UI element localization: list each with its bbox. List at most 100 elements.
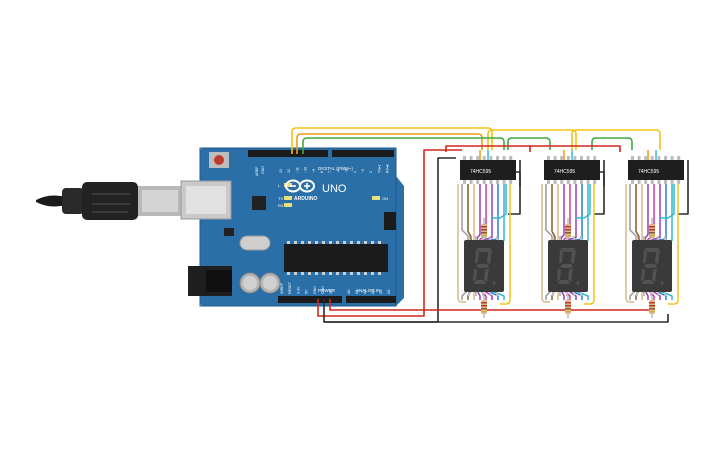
wire-yellow-top-2 xyxy=(487,129,577,150)
wire-black-4 xyxy=(678,160,689,215)
display-segment xyxy=(476,264,489,268)
wire-cyan xyxy=(492,184,507,219)
wire-cyan xyxy=(660,184,675,219)
display-segment xyxy=(559,249,563,264)
wire-loop-right xyxy=(500,164,511,305)
display-segment xyxy=(558,280,570,284)
analog-pin-label: A3 xyxy=(371,290,375,294)
resistor[interactable] xyxy=(565,294,571,318)
digital-pin-label: 4 xyxy=(353,171,357,173)
wire-orange-top xyxy=(296,133,483,154)
digital-pin-label: ~9 xyxy=(312,169,316,173)
digital-pin-label: ~11 xyxy=(295,167,299,173)
wire-green-top xyxy=(302,137,505,154)
wire-black-bottom xyxy=(324,314,669,323)
display-segment xyxy=(474,280,486,284)
display-segment xyxy=(477,248,491,252)
modules: 74HC595 74HC595 74HC595 xyxy=(460,156,684,318)
display-segment xyxy=(484,268,489,282)
wire-green-3 xyxy=(591,137,633,150)
display-dot xyxy=(660,281,664,285)
l-label: L xyxy=(278,183,281,188)
display-segment xyxy=(645,248,659,252)
digital-pin-label: ~10 xyxy=(304,167,308,173)
gnd-label: GND xyxy=(261,166,265,174)
display-dot xyxy=(576,281,580,285)
shift-register-label: 74HC595 xyxy=(554,169,575,175)
wire-red-3 xyxy=(445,145,530,152)
shift-register-label: 74HC595 xyxy=(638,169,659,175)
power-pin-label: 5V xyxy=(305,289,309,294)
wire-loop-left xyxy=(625,184,634,303)
display-segment xyxy=(643,249,647,264)
rx-label: RX xyxy=(278,203,284,208)
resistor[interactable] xyxy=(481,218,487,242)
digital-pin-label: 8 xyxy=(320,171,324,173)
display-dot xyxy=(492,281,496,285)
shift-register-label: 74HC595 xyxy=(470,169,491,175)
resistor[interactable] xyxy=(649,294,655,318)
display-segment xyxy=(557,268,561,282)
display-segment xyxy=(473,268,477,282)
power-label: POWER xyxy=(318,288,336,293)
display-segment xyxy=(655,249,660,264)
seven-segment-display[interactable] xyxy=(632,236,672,296)
module-2: 74HC595 xyxy=(544,156,600,318)
display-segment xyxy=(561,248,575,252)
digital-pin-label: 12 xyxy=(287,169,291,173)
digital-pin-label: RX◂0 xyxy=(386,164,390,173)
power-pin-label: IOREF xyxy=(280,282,284,294)
analog-pin-label: A5 xyxy=(387,290,391,294)
display-segment xyxy=(641,268,645,282)
module-1: 74HC595 xyxy=(460,156,516,318)
wire-loop-right xyxy=(668,164,679,305)
shift-register-chip[interactable] xyxy=(628,160,684,180)
board-brand: ARDUINO xyxy=(294,196,317,202)
wire-cyan xyxy=(576,184,591,219)
digital-pin-label: TX▸1 xyxy=(377,165,381,173)
display-segment xyxy=(644,264,657,268)
digital-pin-labels: 13 12 ~11 ~10 ~9 8 7 ~6 ~5 4 ~3 2 TX▸1 RX◂0 xyxy=(279,164,390,173)
wire-loop-left xyxy=(457,184,466,303)
digital-pin-label: ~3 xyxy=(361,169,365,173)
seven-segment-display[interactable] xyxy=(548,236,588,296)
seven-segment-display[interactable] xyxy=(464,236,504,296)
display-segment xyxy=(568,268,573,282)
analog-pin-label: A2 xyxy=(363,290,367,294)
digital-header-label: DIGITAL (PWM~) xyxy=(318,166,353,171)
wire-loop-left xyxy=(541,184,550,303)
arduino-uno-board[interactable]: DIGITAL (PWM~) POWER ANALOG IN ON TX RX … xyxy=(180,147,404,307)
digital-pin-label: 7 xyxy=(328,171,332,173)
board-model: UNO xyxy=(322,183,347,195)
digital-pin-label: ~6 xyxy=(336,169,340,173)
resistor[interactable] xyxy=(481,294,487,318)
power-pin-label: RESET xyxy=(288,281,292,294)
analog-pin-label: A0 xyxy=(347,290,351,294)
shift-register-chip[interactable] xyxy=(460,160,516,180)
module-3: 74HC595 xyxy=(628,156,684,318)
wire-loop-right xyxy=(584,164,595,305)
digital-pin-label: 2 xyxy=(369,171,373,173)
analog-pin-label: A1 xyxy=(355,290,359,294)
wire-red-bottom xyxy=(329,299,652,311)
display-segment xyxy=(560,264,573,268)
display-segment xyxy=(652,268,657,282)
wire-red-main xyxy=(317,149,462,317)
usb-plug-icon[interactable] xyxy=(36,182,182,220)
arduino-infinity-logo-icon xyxy=(285,179,315,193)
wire-yellow-top-3 xyxy=(571,129,661,150)
digital-pin-label: 13 xyxy=(279,169,283,173)
display-segment xyxy=(642,280,654,284)
shift-register-chip[interactable] xyxy=(544,160,600,180)
wire-red-2 xyxy=(529,145,621,152)
power-pin-label: GND xyxy=(321,286,325,294)
display-segment xyxy=(571,249,576,264)
power-pin-label: 3.3V xyxy=(296,286,300,294)
digital-pin-label: ~5 xyxy=(345,169,349,173)
tx-label: TX xyxy=(278,196,283,201)
wire-green-2 xyxy=(507,137,551,150)
analog-label: ANALOG IN xyxy=(356,288,381,293)
